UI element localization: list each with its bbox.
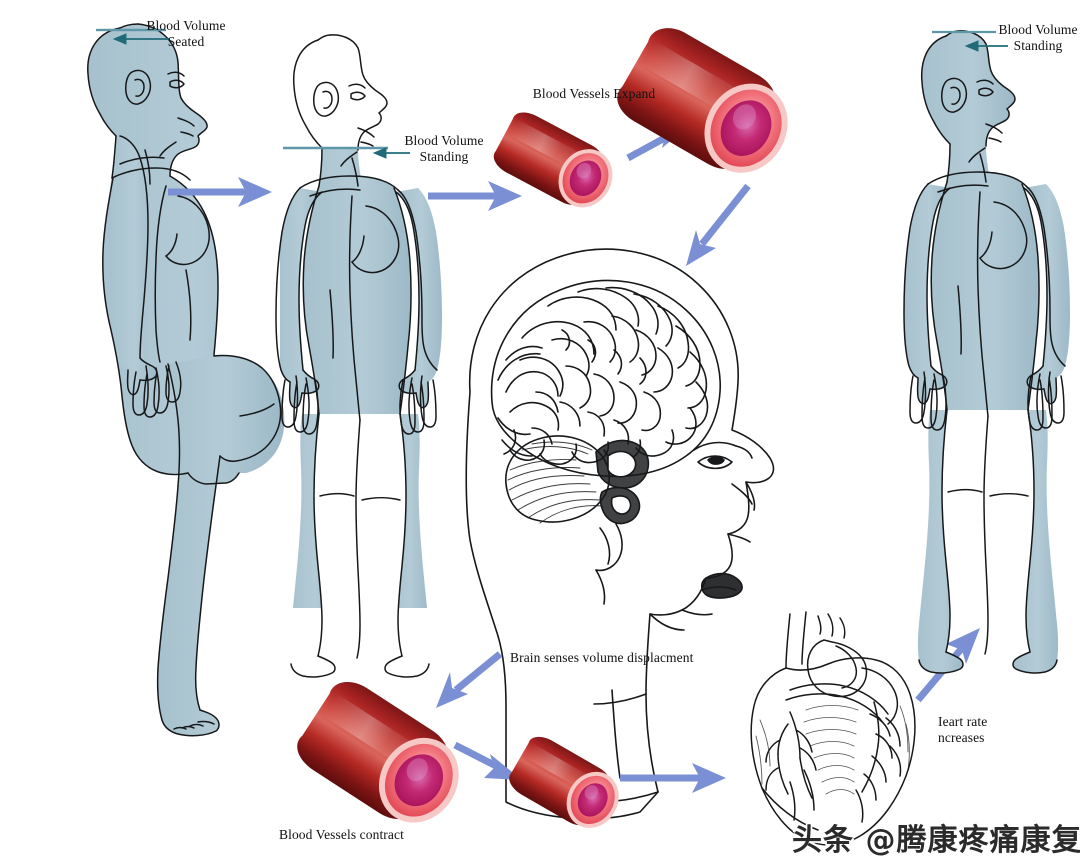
arrow-seated-to-standing [168, 177, 272, 207]
brain-head-illustration [465, 248, 775, 820]
label-blood-volume-seated: Blood Volume Seated [146, 18, 226, 49]
label-blood-volume-standing-left: Blood Volume Standing [404, 133, 484, 164]
volume-pointer-seated [112, 33, 170, 45]
heart-illustration [750, 611, 916, 846]
blood-vessel-narrow-top [493, 112, 613, 208]
arrow-vessel-to-heart [620, 763, 726, 793]
blood-vessel-contracted-bottom [509, 736, 619, 828]
label-heart-rate-increases: Ieart rate ncreases [938, 714, 988, 745]
volume-pointer-arrows [112, 33, 1008, 159]
blood-vessel-expanded-bottom [297, 681, 459, 823]
label-blood-vessels-expand: Blood Vessels Expand [532, 86, 656, 101]
standing-woman-figure-pooled [275, 34, 442, 678]
watermark-text: 头条 @腾康疼痛康复 [792, 823, 1080, 858]
standing-woman-figure-restored [903, 19, 1070, 674]
label-blood-vessels-contract: Blood Vessels contract [279, 827, 404, 842]
volume-pointer-standing-restored [964, 40, 1008, 52]
label-brain-senses-volume-displacement: Brain senses volume displacment [510, 650, 694, 665]
volume-pointer-standing-pooled [372, 147, 410, 159]
arrow-vessel-to-brain [686, 183, 751, 266]
blood-vessel-expanded-top [617, 28, 788, 173]
seated-woman-figure [87, 17, 285, 737]
arrow-standing-to-vessel [428, 181, 522, 211]
arrow-brain-to-vessel [436, 651, 503, 708]
label-blood-volume-standing-right: Blood Volume Standing [998, 22, 1078, 53]
